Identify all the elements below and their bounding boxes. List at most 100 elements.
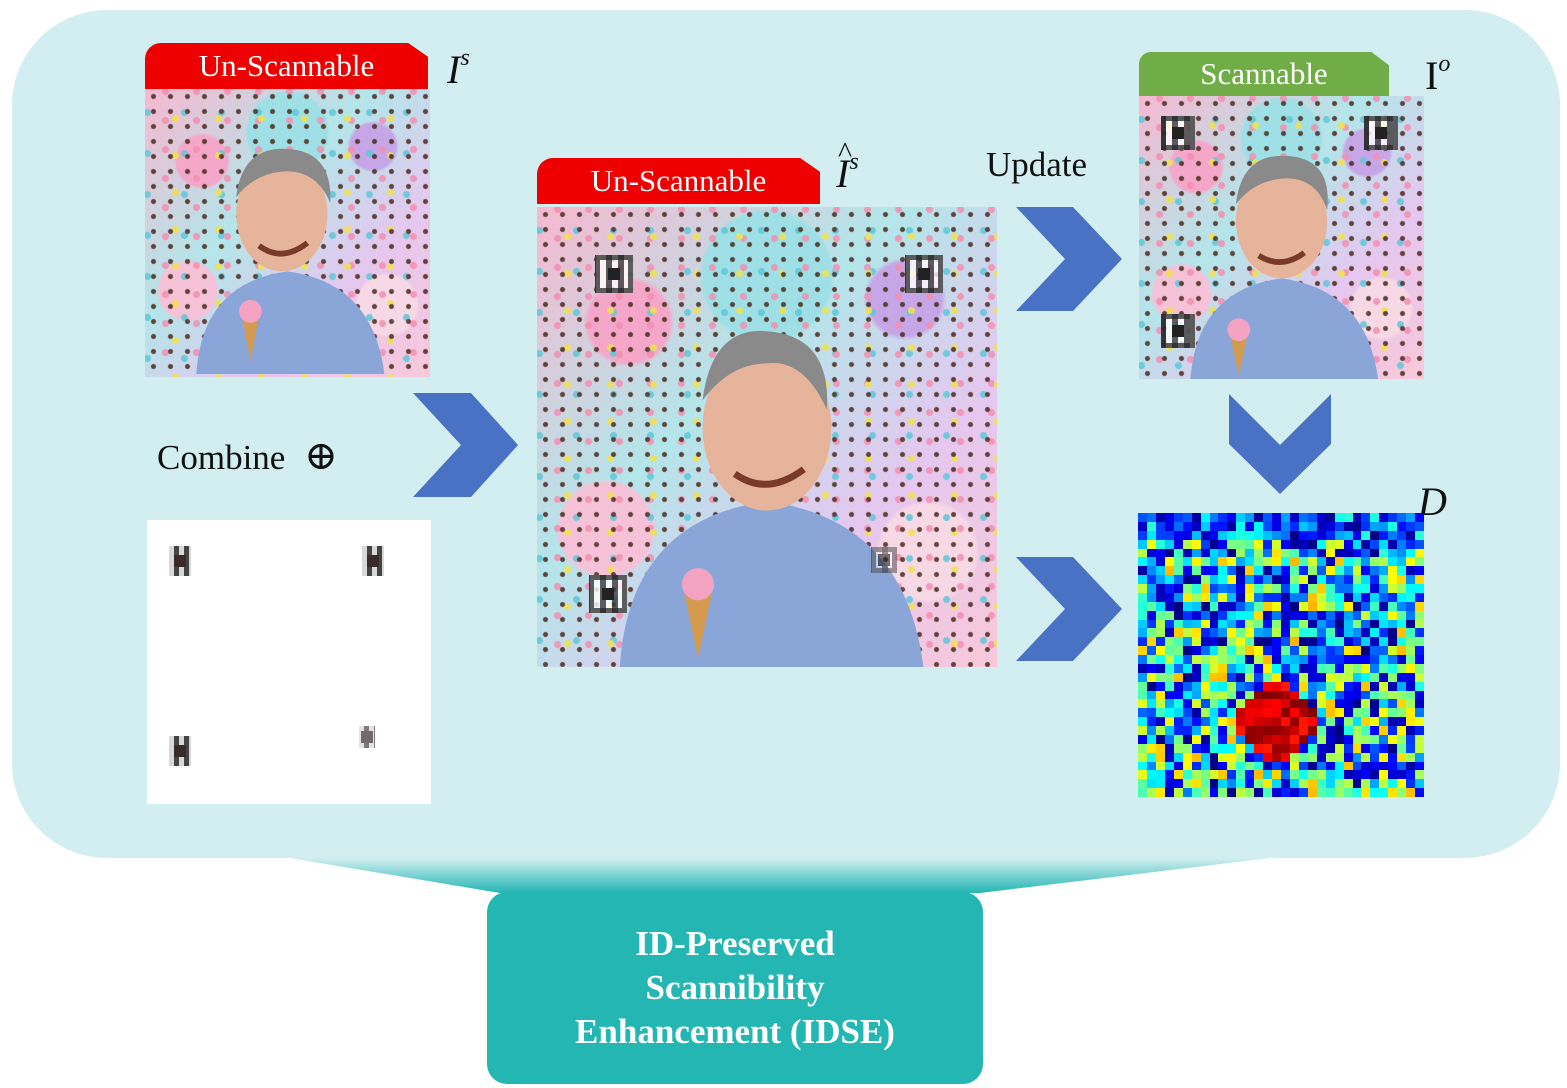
heatmap-cell (1236, 779, 1246, 789)
heatmap-cell (1334, 548, 1344, 558)
source-portrait-image (145, 89, 430, 377)
heatmap-cell (1281, 708, 1290, 718)
heatmap-cell (1263, 610, 1273, 620)
heatmap-cell (1182, 566, 1192, 576)
heatmap-cell (1307, 628, 1317, 638)
heatmap-cell (1200, 770, 1210, 780)
heatmap-cell (1263, 548, 1273, 558)
heatmap-cell (1227, 575, 1237, 584)
heatmap-cell (1343, 646, 1353, 655)
heatmap-cell (1415, 548, 1424, 558)
heatmap-cell (1406, 663, 1416, 673)
heatmap-cell (1397, 637, 1407, 647)
heatmap-cell (1361, 672, 1371, 682)
heatmap-cell (1334, 566, 1344, 576)
heatmap-cell (1325, 592, 1335, 602)
heatmap-cell (1200, 717, 1210, 726)
heatmap-cell (1281, 575, 1290, 584)
heatmap-cell (1325, 557, 1335, 567)
heatmap-cell (1361, 655, 1371, 664)
heatmap-cell (1388, 699, 1398, 709)
heatmap-cell (1379, 770, 1389, 780)
heatmap-cell (1415, 530, 1424, 540)
heatmap-cell (1388, 672, 1398, 682)
symbol-sup: s (460, 44, 470, 71)
heatmap-cell (1289, 672, 1299, 682)
heatmap-cell (1334, 584, 1344, 593)
heatmap-cell (1379, 566, 1389, 576)
heatmap-cell (1191, 557, 1201, 567)
heatmap-cell (1307, 779, 1317, 789)
heatmap-cell (1209, 672, 1219, 682)
heatmap-cell (1343, 575, 1353, 584)
heatmap-cell (1316, 761, 1326, 771)
heatmap-cell (1146, 566, 1156, 576)
heatmap-cell (1388, 646, 1398, 655)
heatmap-cell (1272, 575, 1281, 584)
heatmap-cell (1155, 646, 1165, 655)
heatmap-cell (1343, 592, 1353, 602)
heatmap-cell (1146, 788, 1156, 797)
heatmap-cell (1298, 726, 1308, 735)
heatmap-cell (1218, 619, 1228, 629)
heatmap-cell (1200, 548, 1210, 558)
heatmap-cell (1289, 681, 1299, 691)
heatmap-cell (1272, 601, 1281, 611)
heatmap-cell (1218, 655, 1228, 664)
heatmap-cell (1272, 619, 1281, 629)
heatmap-cell (1298, 699, 1308, 709)
tag-label: Un-Scannable (590, 163, 767, 198)
heatmap-cell (1415, 690, 1424, 700)
heatmap-cell (1155, 530, 1165, 540)
heatmap-cell (1218, 788, 1228, 797)
heatmap-cell (1334, 513, 1344, 522)
heatmap-cell (1343, 628, 1353, 638)
unscannable-tag-source: Un-Scannable (145, 43, 428, 89)
heatmap-cell (1361, 770, 1371, 780)
heatmap-cell (1406, 557, 1416, 567)
heatmap-cell (1388, 513, 1398, 522)
heatmap-cell (1370, 690, 1380, 700)
heatmap-cell (1281, 637, 1290, 647)
heatmap-cell (1164, 646, 1174, 655)
heatmap-cell (1289, 726, 1299, 735)
heatmap-cell (1379, 655, 1389, 664)
heatmap-cell (1173, 566, 1183, 576)
heatmap-cell (1182, 779, 1192, 789)
heatmap-cell (1173, 592, 1183, 602)
heatmap-cell (1218, 726, 1228, 735)
heatmap-cell (1200, 584, 1210, 593)
portrait-figure (196, 148, 385, 374)
heatmap-cell (1138, 672, 1147, 682)
heatmap-cell (1281, 779, 1290, 789)
heatmap-cell (1164, 699, 1174, 709)
heatmap-cell (1334, 761, 1344, 771)
heatmap-cell (1352, 788, 1362, 797)
heatmap-cell (1316, 646, 1326, 655)
heatmap-cell (1138, 584, 1147, 593)
heatmap-cell (1289, 592, 1299, 602)
heatmap-cell (1236, 761, 1246, 771)
heatmap-cell (1343, 779, 1353, 789)
heatmap-cell (1227, 628, 1237, 638)
heatmap-cell (1325, 646, 1335, 655)
heatmap-cell (1227, 779, 1237, 789)
heatmap-cell (1352, 521, 1362, 531)
heatmap-cell (1281, 619, 1290, 629)
heatmap-cell (1379, 788, 1389, 797)
heatmap-cell (1182, 628, 1192, 638)
heatmap-cell (1361, 575, 1371, 584)
heatmap-cell (1415, 708, 1424, 718)
heatmap-cell (1406, 717, 1416, 726)
heatmap-cell (1281, 521, 1290, 531)
heatmap-cell (1263, 708, 1273, 718)
heatmap-cell (1370, 592, 1380, 602)
heatmap-cell (1289, 690, 1299, 700)
heatmap-cell (1146, 770, 1156, 780)
heatmap-cell (1173, 788, 1183, 797)
heatmap-cell (1361, 663, 1371, 673)
heatmap-cell (1343, 663, 1353, 673)
heatmap-cell (1173, 557, 1183, 567)
heatmap-cell (1388, 619, 1398, 629)
